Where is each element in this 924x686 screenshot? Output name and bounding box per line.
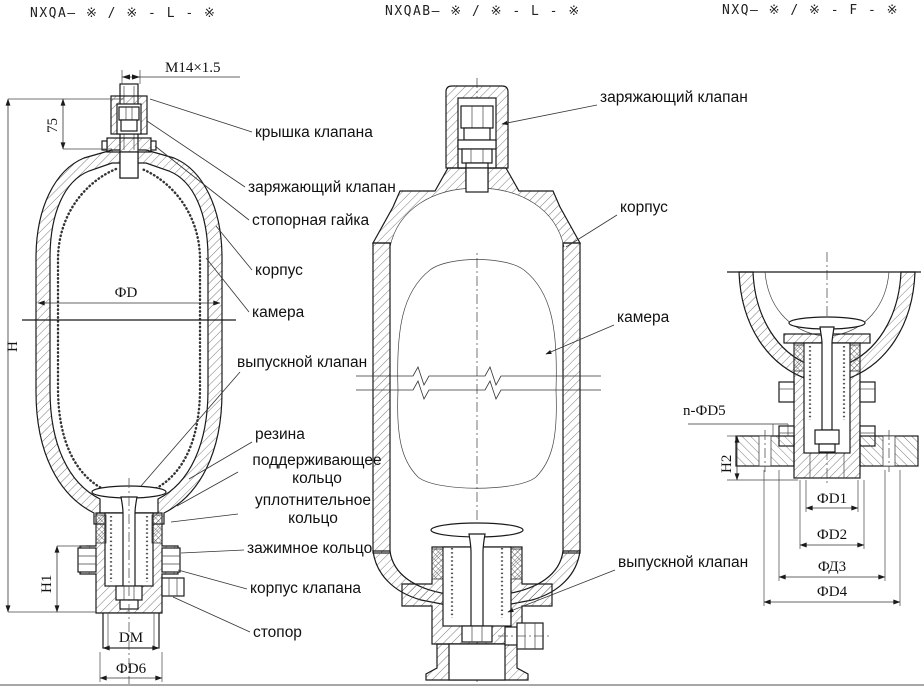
lock-nut (106, 137, 152, 153)
label-discharge-valve: выпускной клапан (237, 354, 367, 371)
clamp-ring-nut-left (77, 547, 97, 573)
left-bottom-valve (77, 478, 185, 684)
right-drawing: NXQ— ※ / ※ - F - ※ (683, 3, 921, 606)
dim-bolt-holes: n-ФD5 (683, 403, 726, 419)
dim-phiD4: ФD4 (817, 584, 848, 600)
middle-shell-wall-left (372, 242, 391, 554)
label-stopper: стопор (253, 624, 302, 641)
dim-thread: M14×1.5 (165, 60, 221, 76)
middle-bladder-upper (397, 259, 557, 391)
right-poppet-stem (819, 326, 835, 431)
label-bladder: камера (617, 309, 670, 326)
label-discharge-valve: выпускной клапан (618, 554, 748, 571)
label-support-ring-2: кольцо (292, 470, 342, 487)
dim-H2: H2 (719, 455, 735, 473)
left-dimensions: M14×1.5 75 H ФD H1 DM ФD6 (5, 60, 240, 682)
dim-H1: H1 (39, 575, 55, 593)
charging-valve-nut (460, 105, 494, 129)
oil-port-boss (102, 612, 160, 649)
left-shell (35, 149, 223, 525)
middle-bladder-lower (397, 389, 557, 489)
label-charging-valve: заряжающий клапан (600, 89, 748, 106)
label-shell: корпус (255, 262, 303, 279)
left-bladder-outline (56, 167, 202, 496)
break-lines (356, 366, 601, 400)
label-seal-ring-1: уплотнительное (255, 492, 371, 509)
dim-phiD: ФD (115, 285, 138, 301)
dim-phiD1: ФD1 (817, 491, 847, 507)
dim-phiD2: ФD2 (817, 527, 847, 543)
right-valve-assembly (735, 316, 919, 479)
label-bladder: камера (252, 304, 305, 321)
label-clamp-ring: зажимное кольцо (247, 540, 372, 557)
label-valve-cover: крышка клапана (255, 124, 373, 141)
label-valve-body: корпус клапана (250, 580, 361, 597)
label-shell: корпус (620, 199, 668, 216)
middle-shell-wall-right (562, 242, 581, 554)
middle-title: NXQAB— ※ / ※ - L - ※ (385, 4, 581, 19)
label-seal-ring-2: кольцо (288, 510, 338, 527)
dim-phiD6: ФD6 (116, 661, 147, 677)
clamp-ring-nut-right (161, 547, 181, 573)
right-title: NXQ— ※ / ※ - F - ※ (722, 3, 899, 18)
middle-labels: заряжающий клапан корпус камера выпускно… (501, 89, 748, 613)
dim-75: 75 (45, 118, 61, 133)
label-rubber: резина (255, 426, 305, 443)
stopper-bolt (161, 577, 185, 597)
label-lock-nut: стопорная гайка (252, 212, 370, 229)
left-labels: крышка клапана заряжающий клапан стопорн… (140, 98, 396, 641)
label-support-ring-1: поддерживающее (252, 452, 381, 469)
left-top-valve (101, 83, 157, 179)
middle-poppet-stem (468, 533, 486, 627)
dim-DM: DM (119, 630, 143, 646)
support-ring (151, 514, 163, 544)
dim-H: H (5, 341, 21, 352)
right-dimensions: n-ФD5 H2 ФD1 ФD2 ФД3 ФD4 (683, 403, 901, 606)
charging-valve-nut (118, 106, 140, 121)
label-charging-valve: заряжающий клапан (248, 179, 396, 196)
middle-bottom-valve (401, 522, 553, 681)
left-title: NXQA— ※ / ※ - L - ※ (30, 6, 216, 21)
left-drawing: NXQA— ※ / ※ - L - ※ (5, 6, 396, 684)
seal-ring (95, 514, 107, 544)
middle-drawing: NXQAB— ※ / ※ - L - ※ (356, 4, 748, 684)
dim-phiD3: ФД3 (818, 559, 846, 575)
